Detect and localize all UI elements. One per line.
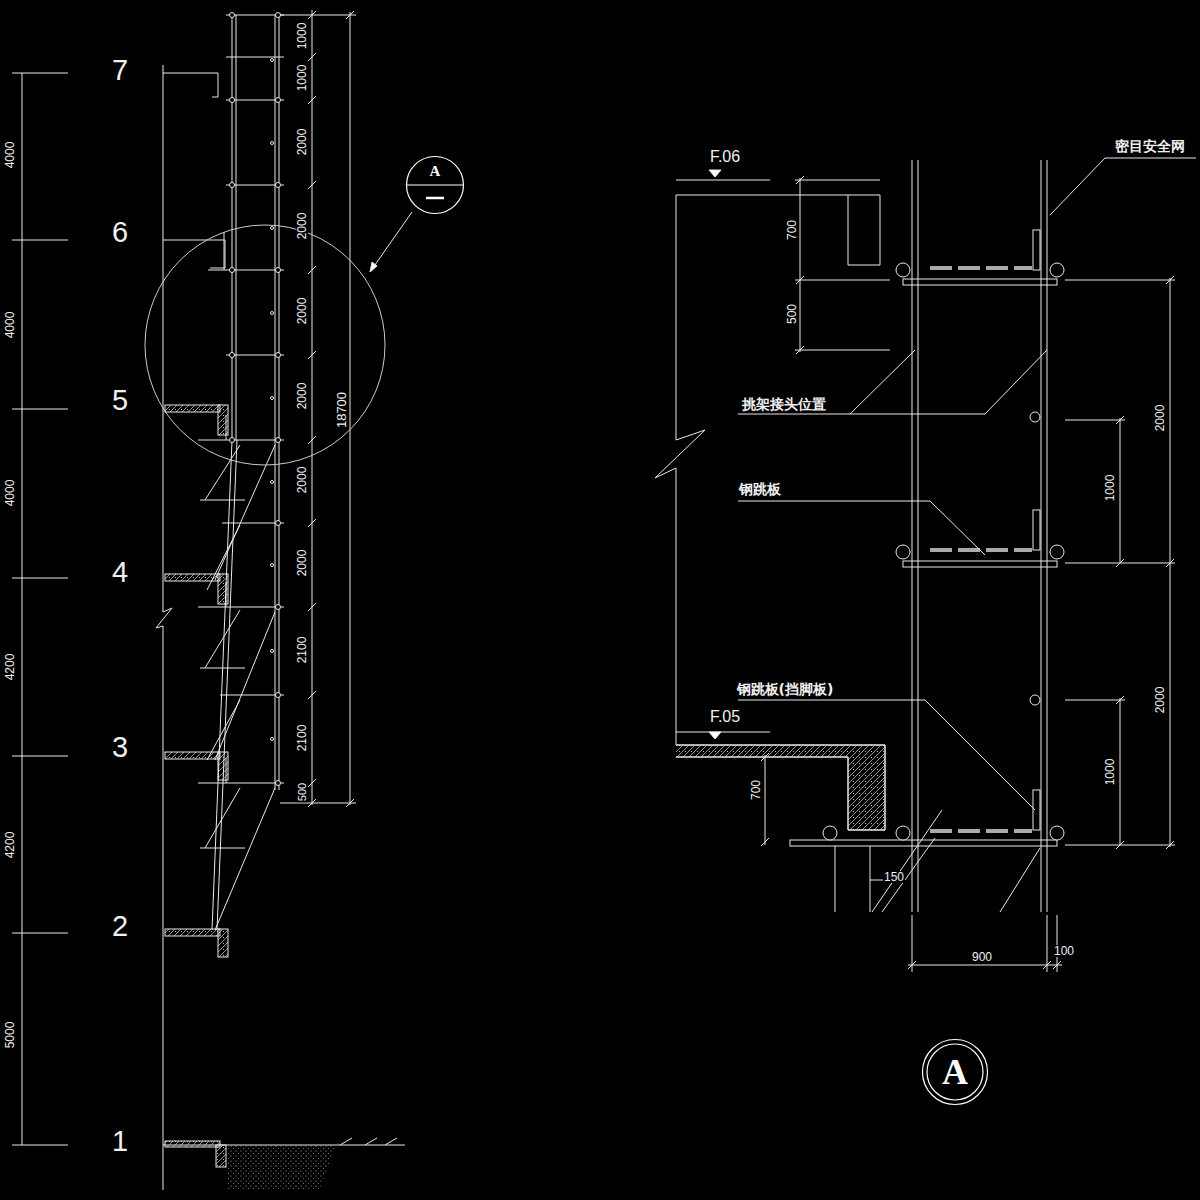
dimension-text: 2100	[296, 636, 308, 665]
detail-letter: A	[921, 1054, 989, 1090]
floor-number: 5	[111, 386, 129, 415]
dimension-text: 1000	[296, 22, 308, 51]
floor-number: 3	[111, 733, 129, 762]
dimension-text: 700	[750, 779, 762, 801]
dimension-text: 900	[971, 951, 993, 963]
dimension-text: 2000	[1154, 686, 1166, 715]
floor-number: 2	[111, 912, 129, 941]
floor-number: 1	[111, 1127, 129, 1156]
level-mark: F.06	[709, 149, 741, 165]
dimension-text: 1000	[1104, 474, 1116, 503]
note-label: 钢跳板(挡脚板)	[736, 682, 835, 696]
dimension-text: 2000	[296, 382, 308, 411]
dimension-text: 150	[883, 871, 905, 883]
floor-number: 6	[111, 218, 129, 247]
dimension-text: 2000	[296, 297, 308, 326]
dimension-text: 1000	[1104, 758, 1116, 787]
floor-number: 4	[111, 558, 129, 587]
dimension-text: 4000	[4, 141, 16, 170]
dimension-text: 2100	[296, 724, 308, 753]
dimension-text: 700	[786, 219, 798, 241]
dimension-text: 500	[297, 782, 308, 802]
dimension-text: 2000	[1154, 404, 1166, 433]
detail-callout-circle: A	[405, 155, 465, 215]
dimension-text: 100	[1053, 945, 1075, 957]
detail-letter: A	[405, 164, 465, 179]
dimension-text: 5000	[4, 1021, 16, 1050]
dimension-text: 18700	[335, 391, 348, 429]
dimension-text: 2000	[296, 549, 308, 578]
dimension-text: 2000	[296, 466, 308, 495]
dimension-text: 2000	[296, 128, 308, 157]
note-label: 挑架接头位置	[741, 397, 827, 411]
note-label: 密目安全网	[1114, 139, 1186, 153]
floor-number: 7	[111, 56, 129, 85]
dimension-text: 1000	[296, 64, 308, 93]
dimension-text: 4200	[4, 831, 16, 860]
dimension-text: 4000	[4, 311, 16, 340]
dimension-text: 2000	[296, 212, 308, 241]
level-mark: F.05	[709, 709, 741, 725]
dimension-text: 4000	[4, 479, 16, 508]
detail-title-circle: A	[921, 1038, 989, 1106]
dimension-text: 4200	[4, 653, 16, 682]
dimension-text: 500	[786, 303, 798, 325]
note-label: 钢跳板	[738, 482, 782, 496]
